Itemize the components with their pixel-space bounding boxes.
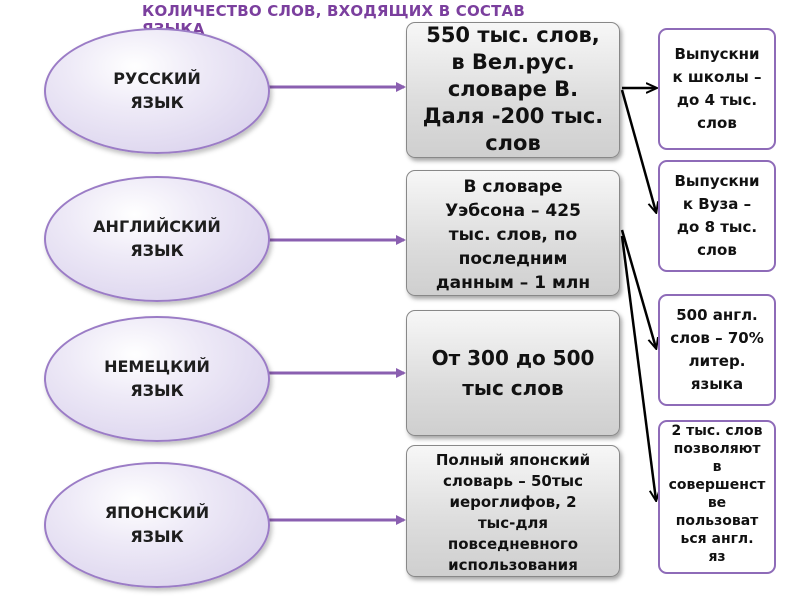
arrow-note-university — [620, 89, 656, 212]
note-university-graduate: Выпускни к Вуза – до 8 тыс. слов — [658, 160, 776, 272]
count-box-japanese: Полный японский словарь – 50тыс иероглиф… — [406, 445, 620, 577]
arrow-note-perfection — [620, 235, 656, 500]
note-english-perfection: 2 тыс. слов позволяют в совершенст ве по… — [658, 420, 776, 574]
count-japanese-text: Полный японский словарь – 50тыс иероглиф… — [435, 451, 591, 574]
language-japanese: ЯПОНСКИЙ ЯЗЫК — [44, 462, 270, 588]
language-japanese-label: ЯПОНСКИЙ ЯЗЫК — [104, 503, 210, 546]
note-school-graduate: Выпускни к школы – до 4 тыс. слов — [658, 28, 776, 150]
note-literary-language: 500 англ. слов – 70% литер. языка — [658, 294, 776, 406]
count-german-text: От 300 до 500 тыс слов — [431, 346, 595, 400]
count-english-text: В словаре Уэбсона – 425 тыс. слов, по по… — [435, 177, 591, 293]
language-german-label: НЕМЕЦКИЙ ЯЗЫК — [104, 357, 210, 400]
arrow-note-literary — [620, 229, 656, 348]
language-german: НЕМЕЦКИЙ ЯЗЫК — [44, 316, 270, 442]
language-english: АНГЛИЙСКИЙ ЯЗЫК — [44, 176, 270, 302]
count-box-german: От 300 до 500 тыс слов — [406, 310, 620, 436]
language-russian: РУССКИЙ ЯЗЫК — [44, 28, 270, 154]
language-russian-label: РУССКИЙ ЯЗЫК — [113, 69, 201, 112]
count-box-english: В словаре Уэбсона – 425 тыс. слов, по по… — [406, 170, 620, 296]
count-box-russian: 550 тыс. слов, в Вел.рус. словаре В. Дал… — [406, 22, 620, 158]
language-english-label: АНГЛИЙСКИЙ ЯЗЫК — [93, 217, 221, 260]
count-russian-text: 550 тыс. слов, в Вел.рус. словаре В. Дал… — [422, 23, 604, 155]
